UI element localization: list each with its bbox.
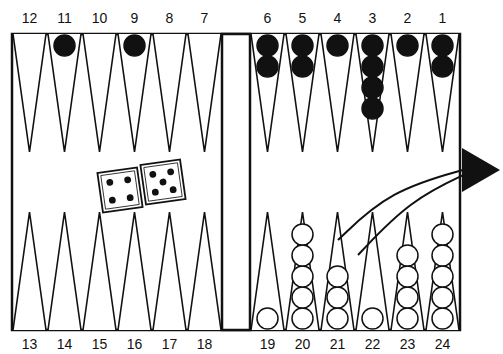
checker xyxy=(292,35,313,56)
checker xyxy=(362,35,383,56)
checker xyxy=(292,245,313,266)
point-number: 9 xyxy=(131,10,139,26)
point-number: 7 xyxy=(201,10,209,26)
board-point xyxy=(321,34,354,152)
point-number: 13 xyxy=(22,336,38,352)
checker xyxy=(327,287,348,308)
point-number: 2 xyxy=(404,10,412,26)
board-point xyxy=(153,34,186,152)
checker xyxy=(397,35,418,56)
point-number: 16 xyxy=(127,336,143,352)
board-point xyxy=(83,212,116,330)
point-number: 10 xyxy=(92,10,108,26)
checker xyxy=(327,35,348,56)
board-point xyxy=(356,34,389,152)
checker xyxy=(432,56,453,77)
checker xyxy=(292,308,313,329)
checker xyxy=(362,77,383,98)
board-frame xyxy=(12,34,460,330)
point-number: 14 xyxy=(57,336,73,352)
board-point xyxy=(48,34,81,152)
board-point xyxy=(188,212,221,330)
checker xyxy=(397,266,418,287)
checker xyxy=(432,266,453,287)
board-point xyxy=(153,212,186,330)
checker xyxy=(432,224,453,245)
board-point xyxy=(426,34,459,152)
point-number: 1 xyxy=(439,10,447,26)
point-number: 5 xyxy=(299,10,307,26)
checker xyxy=(292,224,313,245)
point-number: 19 xyxy=(260,336,276,352)
point-number: 22 xyxy=(365,336,381,352)
board-point xyxy=(118,34,151,152)
checker xyxy=(292,287,313,308)
board-point xyxy=(426,212,459,330)
die xyxy=(97,167,142,212)
point-number: 8 xyxy=(166,10,174,26)
checker xyxy=(257,35,278,56)
board-point xyxy=(391,212,424,330)
checker xyxy=(292,266,313,287)
point-number: 24 xyxy=(435,336,451,352)
checker xyxy=(432,35,453,56)
point-number: 20 xyxy=(295,336,311,352)
checker xyxy=(327,266,348,287)
move-arrow xyxy=(338,168,470,240)
die xyxy=(140,159,185,204)
checker xyxy=(362,308,383,329)
checker xyxy=(327,308,348,329)
checker xyxy=(257,56,278,77)
checker xyxy=(397,245,418,266)
board-point xyxy=(286,34,319,152)
point-number: 23 xyxy=(400,336,416,352)
checker xyxy=(397,287,418,308)
board-point xyxy=(48,212,81,330)
point-number: 11 xyxy=(57,10,72,26)
checker xyxy=(432,308,453,329)
board-point xyxy=(83,34,116,152)
point-number: 6 xyxy=(264,10,272,26)
board-point xyxy=(251,212,284,330)
board-point xyxy=(13,212,46,330)
move-arrow xyxy=(358,172,470,255)
board-point xyxy=(286,212,319,330)
board-point xyxy=(251,34,284,152)
point-number: 17 xyxy=(162,336,178,352)
point-number: 4 xyxy=(334,10,342,26)
checker xyxy=(362,98,383,119)
board-bar xyxy=(222,34,250,330)
checker xyxy=(292,56,313,77)
point-number: 18 xyxy=(197,336,213,352)
checker xyxy=(397,308,418,329)
checker xyxy=(54,35,75,56)
point-number: 3 xyxy=(369,10,377,26)
board-point xyxy=(13,34,46,152)
point-number: 21 xyxy=(330,336,346,352)
board-point xyxy=(118,212,151,330)
point-number: 15 xyxy=(92,336,108,352)
checker xyxy=(432,245,453,266)
checker xyxy=(362,56,383,77)
checker xyxy=(432,287,453,308)
checker xyxy=(124,35,145,56)
board-point xyxy=(356,212,389,330)
arrow-head xyxy=(462,148,500,192)
checker xyxy=(257,308,278,329)
point-number: 12 xyxy=(22,10,38,26)
board-point xyxy=(391,34,424,152)
board-point xyxy=(188,34,221,152)
